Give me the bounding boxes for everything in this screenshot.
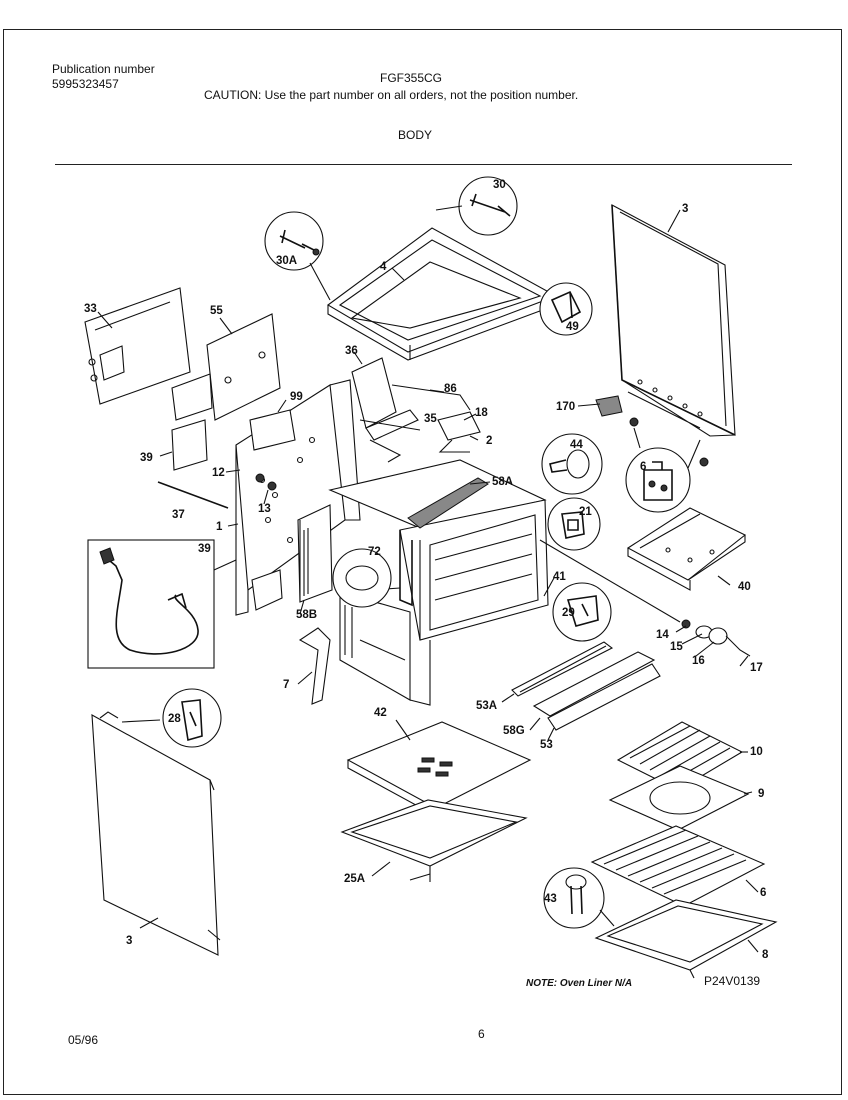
inset-6 [625, 447, 691, 513]
leader-6 [633, 427, 701, 469]
callout-58b: 58B [296, 609, 317, 621]
callout-8: 8 [762, 949, 769, 961]
callout-6: 6 [760, 887, 766, 899]
inset-power-cord-39 [87, 539, 215, 669]
burner-assembly [351, 357, 481, 463]
oven-rack-6 [590, 825, 766, 907]
callout-35: 35 [424, 413, 437, 425]
revision-date: 05/96 [68, 1033, 99, 1047]
callout-72: 72 [368, 546, 381, 558]
callout-49: 49 [566, 321, 579, 333]
callout-29: 29 [562, 607, 575, 619]
broiler-pan-9 [608, 765, 750, 831]
part-screw [699, 457, 709, 467]
callout-2: 2 [486, 435, 492, 447]
callout-12: 12 [212, 467, 225, 479]
callout-13: 13 [258, 503, 271, 515]
callout-16: 16 [692, 655, 705, 667]
drawing-code: P24V0139 [704, 974, 760, 988]
inset-28 [162, 688, 222, 748]
callout-30: 30 [493, 179, 506, 191]
callout-18: 18 [475, 407, 488, 419]
callout-43: 43 [544, 893, 557, 905]
callout-labels: 30 3 30A 4 33 55 49 36 86 99 170 18 35 2… [84, 179, 769, 989]
part-170-screw [629, 417, 639, 427]
callout-4: 4 [380, 261, 387, 273]
trim-rails [511, 641, 661, 731]
oven-cavity [297, 459, 549, 641]
callout-25a: 25A [344, 873, 365, 885]
inset-21 [547, 497, 601, 551]
rod-37 [157, 481, 229, 509]
inset-30 [458, 176, 518, 236]
callout-40: 40 [738, 581, 751, 593]
lower-frame [339, 587, 431, 706]
caution-text: CAUTION: Use the part number on all orde… [204, 88, 579, 102]
oven-bottom-8 [594, 899, 778, 979]
inset-43 [543, 867, 605, 929]
back-panel-55 [171, 313, 281, 471]
header-divider [55, 164, 792, 165]
rear-bracket-33 [84, 287, 191, 405]
callout-3-left: 3 [126, 935, 132, 947]
callout-3-right: 3 [682, 203, 688, 215]
inset-30a [264, 211, 324, 271]
callout-99: 99 [290, 391, 303, 403]
callout-42: 42 [374, 707, 387, 719]
callout-53a: 53A [476, 700, 497, 712]
section-title: BODY [398, 128, 433, 142]
callout-10: 10 [750, 746, 763, 758]
page-number: 6 [478, 1027, 485, 1041]
callout-55: 55 [210, 305, 223, 317]
callout-28: 28 [168, 713, 181, 725]
model-number: FGF355CG [380, 71, 443, 85]
callout-7: 7 [283, 679, 289, 691]
callout-6-inset: 6 [640, 461, 646, 473]
oven-liner-note: NOTE: Oven Liner N/A [526, 978, 632, 989]
broiler-bracket-40 [626, 507, 747, 591]
callout-17: 17 [750, 662, 763, 674]
inset-44 [541, 433, 603, 495]
part-170 [595, 395, 623, 417]
publication-label: Publication number [52, 62, 155, 76]
callout-14: 14 [656, 629, 669, 641]
leader-39 [213, 559, 237, 571]
callout-44: 44 [570, 439, 583, 451]
bottom-tray-25a [340, 799, 528, 882]
inset-49 [539, 282, 593, 336]
callout-53: 53 [540, 739, 553, 751]
side-panel-left [91, 711, 221, 956]
bracket-7 [298, 627, 331, 705]
leader-30 [435, 205, 463, 211]
callout-1: 1 [216, 521, 223, 533]
inset-29 [552, 582, 612, 642]
callout-170: 170 [556, 401, 575, 413]
publication-number: 5995323457 [52, 77, 119, 91]
leader-30a [309, 262, 331, 301]
callout-38: 39 [140, 452, 153, 464]
callout-37: 37 [172, 509, 185, 521]
callout-58a: 58A [492, 476, 513, 488]
callout-9: 9 [758, 788, 764, 800]
callout-86: 86 [444, 383, 457, 395]
page-border [3, 29, 842, 1095]
callout-33: 33 [84, 303, 97, 315]
side-panel-right [611, 204, 736, 437]
top-panel [327, 227, 558, 361]
inset-72 [332, 548, 392, 608]
leader-lines [97, 209, 759, 953]
callout-15: 15 [670, 641, 683, 653]
callout-41: 41 [553, 571, 566, 583]
callout-36: 36 [345, 345, 358, 357]
callout-30a: 30A [276, 255, 297, 267]
callout-39: 39 [198, 543, 211, 555]
leader-28 [121, 719, 161, 723]
callout-58g: 58G [503, 725, 525, 737]
callout-21: 21 [579, 506, 592, 518]
